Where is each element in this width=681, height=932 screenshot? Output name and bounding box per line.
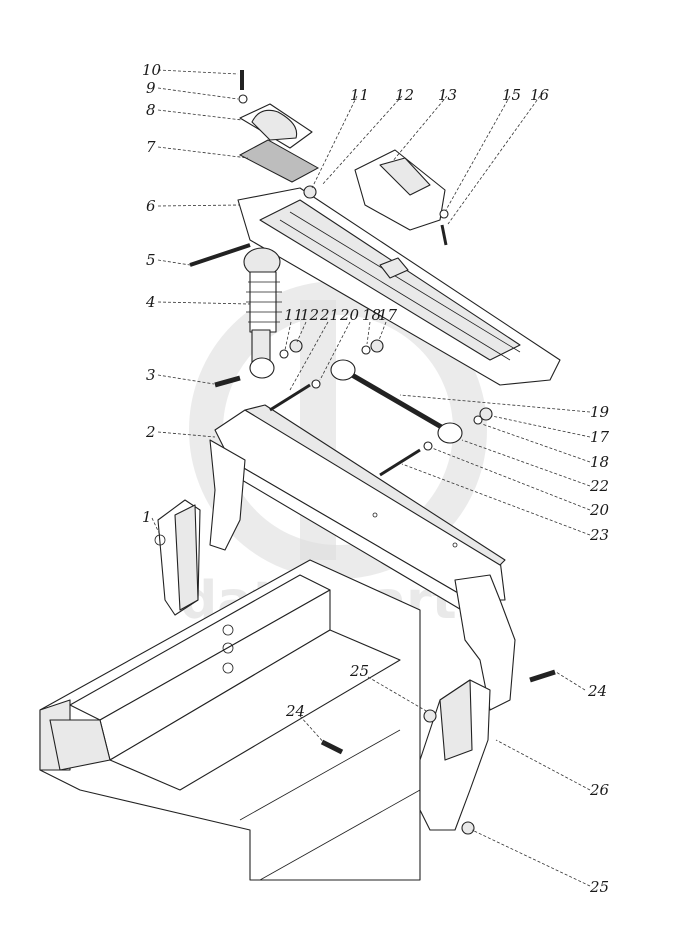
callout-13: 13	[438, 86, 457, 104]
callout-18b: 18	[590, 453, 609, 471]
part-13-hinge-bracket	[354, 149, 446, 231]
callout-20b: 20	[589, 501, 610, 519]
part-8-buffer	[239, 103, 313, 149]
callout-24: 24	[587, 682, 607, 700]
callout-11: 11	[350, 86, 369, 104]
callout-12b: 12	[300, 306, 319, 324]
callout-6: 6	[146, 197, 156, 215]
part-7-plate	[238, 139, 320, 183]
part-26-right-bracket	[419, 679, 491, 831]
callout-23: 23	[589, 526, 609, 544]
callout-16: 16	[530, 86, 550, 104]
part-19-link-rod	[330, 359, 463, 444]
callout-17: 17	[378, 306, 398, 324]
callout-2: 2	[145, 423, 156, 441]
callout-10: 10	[142, 61, 162, 79]
part-4-shock-absorber	[243, 247, 282, 379]
callout-25: 25	[349, 662, 369, 680]
callout-12: 12	[395, 86, 414, 104]
callout-20: 20	[339, 306, 360, 324]
callout-18: 18	[362, 306, 381, 324]
part-6-upper-beam	[237, 187, 561, 386]
callout-4: 4	[145, 293, 156, 311]
callout-26: 26	[589, 781, 610, 799]
callout-19: 19	[590, 403, 610, 421]
callout-8: 8	[146, 101, 156, 119]
callout-3: 3	[146, 366, 156, 384]
nuts-washers	[238, 94, 493, 835]
callout-24b: 24	[285, 702, 305, 720]
callout-1: 1	[142, 508, 152, 526]
callout-labels: 10 9 8 7 6 5 4 3 2 1 11 12 13 15 16 11 1…	[142, 61, 610, 896]
callout-15: 15	[502, 86, 521, 104]
callout-7: 7	[146, 138, 156, 156]
cab-frame	[39, 559, 421, 881]
callout-22: 22	[589, 477, 609, 495]
callout-17b: 17	[590, 428, 610, 446]
callout-21: 21	[319, 306, 339, 324]
callout-25b: 25	[589, 878, 609, 896]
leader-lines	[151, 69, 591, 887]
part-2-cross-beam	[209, 404, 516, 711]
bolts	[189, 70, 556, 755]
callout-11b: 11	[284, 306, 303, 324]
part-1-left-bracket	[154, 499, 201, 616]
callout-5: 5	[146, 251, 156, 269]
callout-9: 9	[146, 79, 156, 97]
